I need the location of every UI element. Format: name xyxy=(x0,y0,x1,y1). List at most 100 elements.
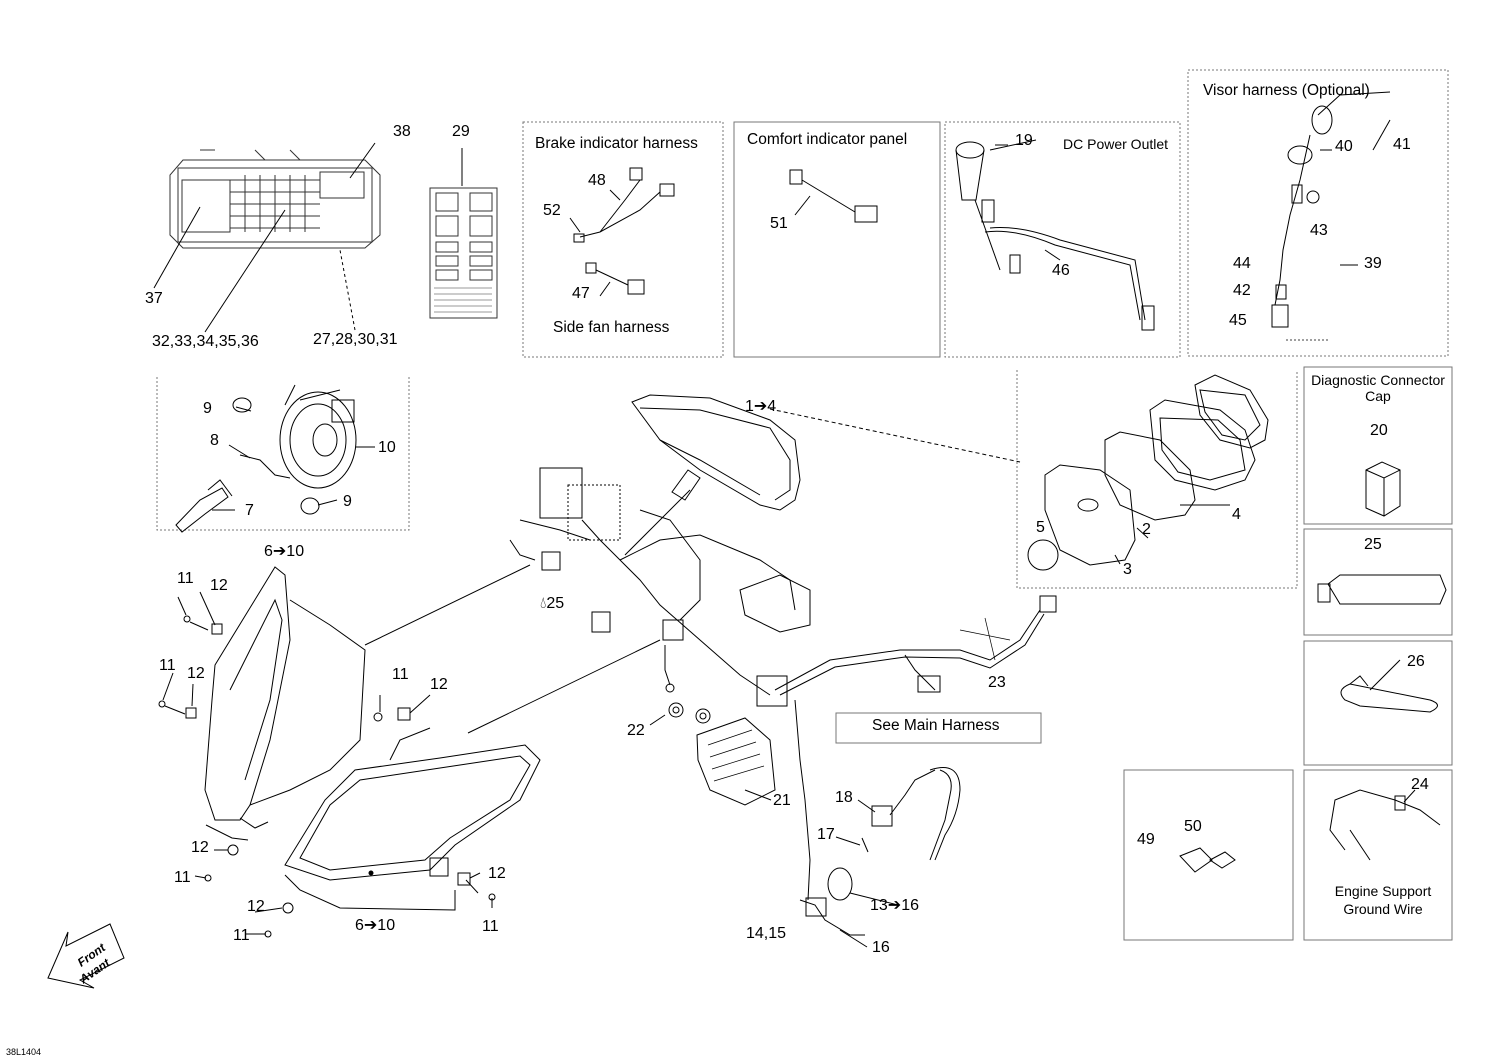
callout-41: 41 xyxy=(1393,136,1411,153)
callout-11-b: 11 xyxy=(159,657,176,674)
front-arrow-icon xyxy=(47,923,125,989)
box-visor xyxy=(1187,69,1449,357)
box-dc-power xyxy=(944,121,1181,358)
callout-39: 39 xyxy=(1364,255,1382,272)
callout-11-e: 11 xyxy=(233,927,250,944)
callout-12-d: 12 xyxy=(191,839,209,856)
callout-42: 42 xyxy=(1233,282,1251,299)
callout-49: 49 xyxy=(1137,831,1155,848)
harness-art xyxy=(509,467,1057,707)
box-ground-wire xyxy=(1303,769,1453,941)
dc-outlet-art xyxy=(955,141,1155,331)
callout-22: 22 xyxy=(627,722,645,739)
callout-27-31: 27,28,30,31 xyxy=(313,331,398,348)
visor-harness-title: Visor harness (Optional) xyxy=(1203,82,1370,99)
callout-29: 29 xyxy=(452,123,470,140)
callout-25-sealant-drop: 💧︎25 xyxy=(540,596,564,612)
regulator-art xyxy=(668,702,776,806)
comfort-harness-art xyxy=(789,169,878,223)
leader-lines xyxy=(162,119,1416,948)
callout-23: 23 xyxy=(988,674,1006,691)
callout-10: 10 xyxy=(378,439,396,456)
callout-11-a: 11 xyxy=(177,570,194,587)
callout-11-d: 11 xyxy=(174,869,191,886)
callout-40: 40 xyxy=(1335,138,1353,155)
callout-24: 24 xyxy=(1411,776,1429,793)
callout-1-4: 1➔4 xyxy=(745,398,777,415)
callout-16: 16 xyxy=(872,939,890,956)
callout-12-e: 12 xyxy=(247,898,265,915)
diagram-reference-code: 38L1404 xyxy=(6,1047,42,1057)
callout-50: 50 xyxy=(1184,818,1202,835)
callout-7: 7 xyxy=(245,502,254,519)
callout-38: 38 xyxy=(393,123,411,140)
callout-37: 37 xyxy=(145,290,163,307)
callout-4: 4 xyxy=(1232,506,1241,523)
box-brake-indicator xyxy=(522,121,724,358)
box-headlamp-bulb xyxy=(156,377,410,531)
callout-25-a: 25 xyxy=(546,595,565,612)
box-diagnostic xyxy=(1303,366,1453,525)
callout-32-36: 32,33,34,35,36 xyxy=(152,333,259,350)
callout-9-top: 9 xyxy=(203,400,212,417)
callout-14-15: 14,15 xyxy=(746,925,787,942)
engine-support-ground-wire-title: Engine Support Ground Wire xyxy=(1334,883,1432,917)
fuse-label-art xyxy=(429,148,498,319)
callout-6-10-lower: 6➔10 xyxy=(355,917,396,934)
callout-46: 46 xyxy=(1052,262,1070,279)
callout-13-16: 13➔16 xyxy=(870,897,919,914)
callout-12-a: 12 xyxy=(210,577,228,594)
callout-12-c: 12 xyxy=(430,676,448,693)
callout-21: 21 xyxy=(773,792,791,809)
callout-17: 17 xyxy=(817,826,835,843)
callout-51: 51 xyxy=(770,215,788,232)
callout-8: 8 xyxy=(210,432,219,449)
callout-25-b: 25 xyxy=(1364,536,1382,553)
callout-45: 45 xyxy=(1229,312,1247,329)
callout-47: 47 xyxy=(572,285,590,302)
drop-icon: 💧︎ xyxy=(540,595,547,612)
front-direction-arrow: Front Avant xyxy=(46,918,126,1008)
callout-18: 18 xyxy=(835,789,853,806)
comfort-indicator-panel-title: Comfort indicator panel xyxy=(747,131,908,148)
callout-19: 19 xyxy=(1015,132,1033,149)
dc-power-outlet-title: DC Power Outlet xyxy=(1063,136,1169,152)
callout-26: 26 xyxy=(1407,653,1425,670)
callout-43: 43 xyxy=(1310,222,1328,239)
box-sealant xyxy=(1303,528,1453,636)
fan-harness-art xyxy=(585,262,645,297)
callout-3: 3 xyxy=(1123,561,1132,578)
brake-harness-art xyxy=(569,167,675,243)
callout-12-b: 12 xyxy=(187,665,205,682)
fasteners-art xyxy=(158,615,496,938)
cluster-art xyxy=(631,394,801,511)
box-clamp xyxy=(1303,640,1453,766)
fuse-box-leaders xyxy=(153,142,376,333)
tether-art xyxy=(794,699,961,936)
box-switch xyxy=(1123,769,1294,941)
callout-11-c: 11 xyxy=(392,666,409,683)
callout-9-bottom: 9 xyxy=(343,493,352,510)
callout-48: 48 xyxy=(588,172,606,189)
callout-12-f: 12 xyxy=(488,865,506,882)
box-comfort-indicator xyxy=(733,121,941,358)
callout-11-f: 11 xyxy=(482,918,499,935)
visor-harness-art xyxy=(1271,91,1391,341)
callout-5: 5 xyxy=(1036,519,1045,536)
callout-20: 20 xyxy=(1370,422,1388,439)
callout-44: 44 xyxy=(1233,255,1251,272)
callout-6-10-upper: 6➔10 xyxy=(264,543,305,560)
callout-2: 2 xyxy=(1142,521,1151,538)
callout-52: 52 xyxy=(543,202,561,219)
fuse-box-art xyxy=(169,149,381,249)
see-main-harness-label: See Main Harness xyxy=(872,717,1000,734)
gauge-art xyxy=(1027,374,1269,571)
side-fan-harness-title: Side fan harness xyxy=(553,319,670,336)
diagnostic-connector-cap-title: Diagnostic Connector Cap xyxy=(1311,372,1445,404)
box-see-main xyxy=(835,712,1042,744)
right-headlight-art xyxy=(284,727,541,911)
left-headlight-art xyxy=(204,566,366,841)
boxed-parts-art xyxy=(1179,461,1447,873)
